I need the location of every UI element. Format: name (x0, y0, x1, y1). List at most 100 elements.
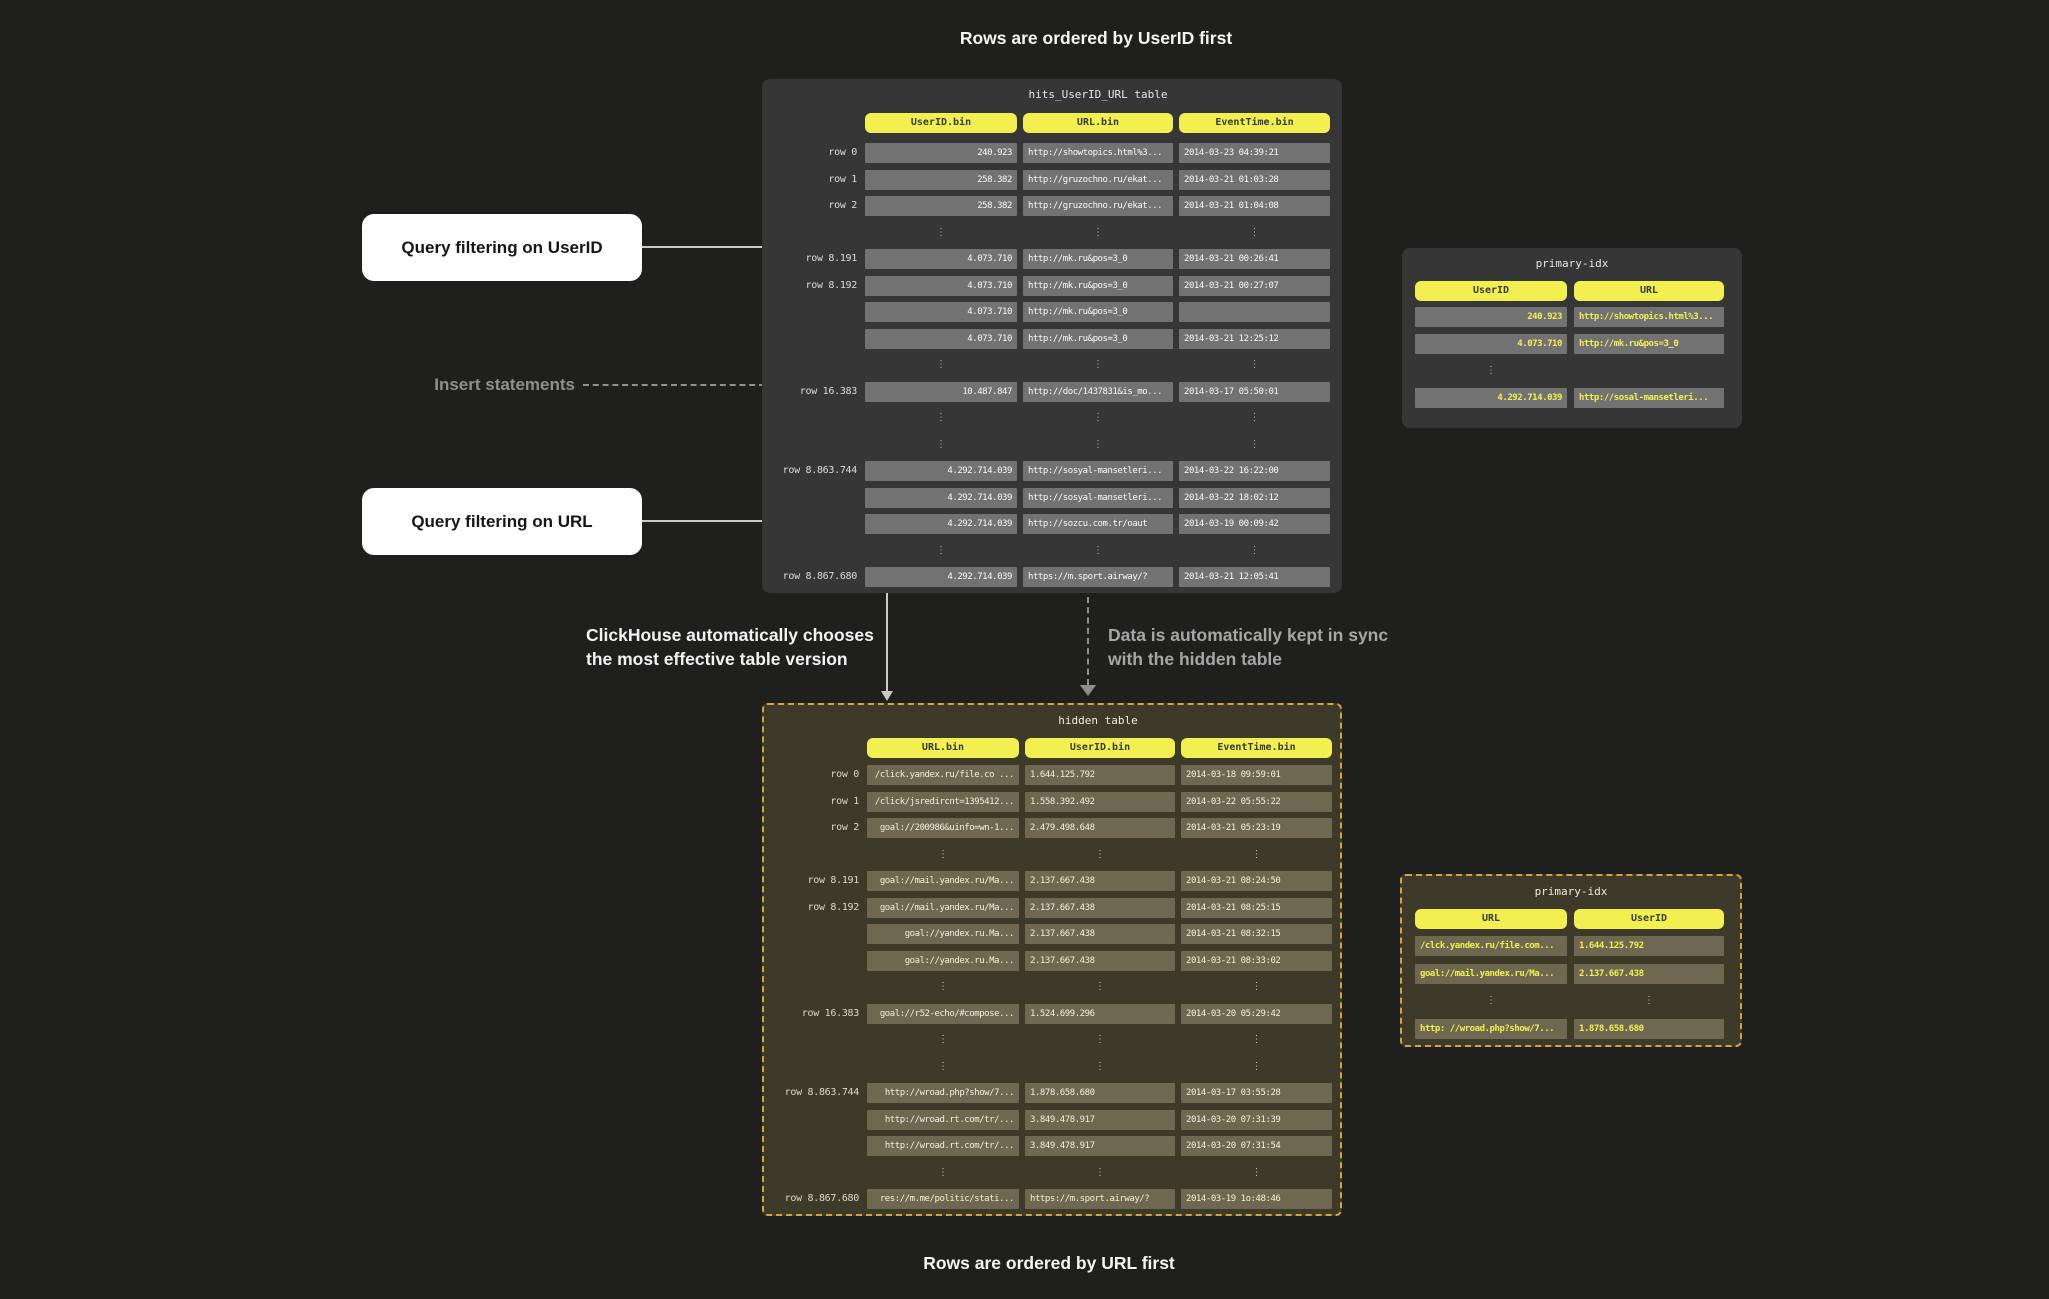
ellipsis: ⋮ (1249, 412, 1260, 423)
ellipsis: ⋮ (1251, 1034, 1262, 1045)
ellipsis: ⋮ (1095, 848, 1105, 860)
row-label: row 1 (830, 795, 859, 807)
table-cell: goal://mail.yandex.ru/Ma... (867, 871, 1019, 891)
table-cell: 2014-03-20 05:29:42 (1181, 1003, 1332, 1024)
row-label: row 2 (830, 822, 859, 833)
table-cell: 2014-03-20 07:31:54 (1181, 1136, 1332, 1156)
column-header-pill: UserID.bin (1025, 738, 1175, 758)
table-cell: http://sosyal-mansetleri... (1023, 461, 1173, 481)
table-cell: http://gruzochno.ru/ekat... (1023, 169, 1173, 190)
table-row: /clck.yandex.ru/file.com...1.644.125.792 (1402, 936, 1740, 956)
row-label: row 2 (828, 200, 857, 211)
table-cell: 2014-03-18 09:59:01 (1181, 765, 1332, 785)
table-cell: 2014-03-22 18:02:12 (1179, 487, 1330, 508)
column-header-pill: URL (1415, 909, 1567, 929)
table-cell: 4.073.710 (865, 302, 1017, 322)
ellipsis: ⋮ (938, 848, 948, 860)
table-cell: 3.849.478.917 (1025, 1136, 1175, 1156)
table-row: ⋮⋮ (1402, 991, 1740, 1011)
column-header-pill: URL.bin (1023, 113, 1173, 133)
column-header-pill: URL.bin (867, 738, 1019, 758)
row-label: row 16.383 (799, 385, 858, 397)
ellipsis: ⋮ (1095, 1060, 1105, 1072)
table-cell: 4.292.714.039 (865, 567, 1017, 587)
table-cell: 1.644.125.792 (1574, 936, 1724, 956)
ellipsis: ⋮ (1249, 438, 1260, 450)
table-cell: http://showtopics.html%3... (1023, 143, 1173, 163)
table-title: primary-idx (1535, 257, 1609, 270)
note-line: ClickHouse automatically chooses (586, 625, 874, 645)
table-cell: http: //wroad.php?show/7... (1415, 1018, 1567, 1039)
column-header-pill: UserID (1574, 909, 1724, 929)
table-cell: 4.073.710 (865, 249, 1017, 269)
ellipsis: ⋮ (938, 981, 948, 992)
table-row: row 1/click/jsredircnt=1395412...1.558.3… (764, 791, 1340, 812)
table-cell: 2014-03-21 00:27:07 (1179, 275, 1330, 296)
row-label (773, 355, 859, 375)
row-label (775, 924, 861, 944)
row-label (775, 1163, 861, 1183)
table-cell: res://m.me/politic/stati... (867, 1189, 1019, 1209)
ellipsis: ⋮ (1251, 1060, 1262, 1072)
table-cell: 3.849.478.917 (1025, 1109, 1175, 1130)
table-cell: 2.137.667.438 (1574, 963, 1724, 984)
table-row: row 8.867.680 4.292.714.039 https://m.spor… (762, 567, 1342, 587)
row-label (773, 223, 859, 243)
table-cell: 1.524.699.296 (1025, 1003, 1175, 1024)
table-body: /clck.yandex.ru/file.com...1.644.125.792… (1402, 936, 1740, 1039)
table-cell: 258.382 (865, 169, 1017, 190)
table-cell: goal://200986&uinfo=wn-1... (867, 818, 1019, 838)
table-row: ⋮⋮⋮ (762, 408, 1342, 428)
table-cell: 2014-03-22 05:55:22 (1181, 791, 1332, 812)
row-label: row 8.863.744 (782, 465, 858, 476)
row-label: row 8.867.680 (782, 571, 858, 582)
table-cell: 4.073.710 (865, 328, 1017, 349)
row-label: row 8.192 (807, 901, 860, 913)
table-cell: 2014-03-21 08:25:15 (1181, 897, 1332, 918)
table-row: ⋮ (1402, 361, 1742, 381)
table-cell: 2014-03-21 05:23:19 (1181, 818, 1332, 838)
ellipsis: ⋮ (1251, 981, 1262, 992)
table-cell: http://sosyal-mansetleri... (1023, 487, 1173, 508)
row-label (773, 541, 859, 561)
table-cell: http://mk.ru&pos=3_0 (1023, 249, 1173, 269)
table-row: ⋮⋮⋮ (762, 355, 1342, 375)
row-label: row 8.192 (805, 279, 858, 291)
row-label (775, 1110, 861, 1130)
table-cell: https://m.sport.airway/? (1025, 1189, 1175, 1209)
table-cell: 2014-03-23 04:39:21 (1179, 143, 1330, 163)
ellipsis: ⋮ (1093, 544, 1103, 556)
row-label (775, 951, 861, 971)
table-cell: https://m.sport.airway/? (1023, 567, 1173, 587)
table-cell: /click/jsredircnt=1395412... (867, 791, 1019, 812)
table-cell: 4.292.714.039 (865, 514, 1017, 534)
table-cell: http://sosal-mansetleri... (1574, 388, 1724, 408)
table-cell: http://wroad.rt.com/tr/... (867, 1109, 1019, 1130)
bottom-title: Rows are ordered by URL first (923, 1253, 1175, 1273)
arrow-insert-dashed-line (583, 384, 765, 386)
ellipsis: ⋮ (938, 1034, 948, 1045)
table-row: ⋮⋮⋮ (762, 541, 1342, 561)
header-spacer (773, 113, 859, 133)
table-row: ⋮⋮⋮ (764, 1030, 1340, 1050)
table-cell: http://wroad.php?show/7... (867, 1083, 1019, 1103)
ellipsis: ⋮ (1486, 995, 1496, 1006)
arrow-query-url-vertical (886, 520, 888, 692)
table-cell: 2.479.498.648 (1025, 818, 1175, 838)
table-cell: 2.137.667.438 (1025, 871, 1175, 891)
ellipsis: ⋮ (1251, 848, 1262, 860)
table-row: ⋮⋮⋮ (762, 223, 1342, 243)
